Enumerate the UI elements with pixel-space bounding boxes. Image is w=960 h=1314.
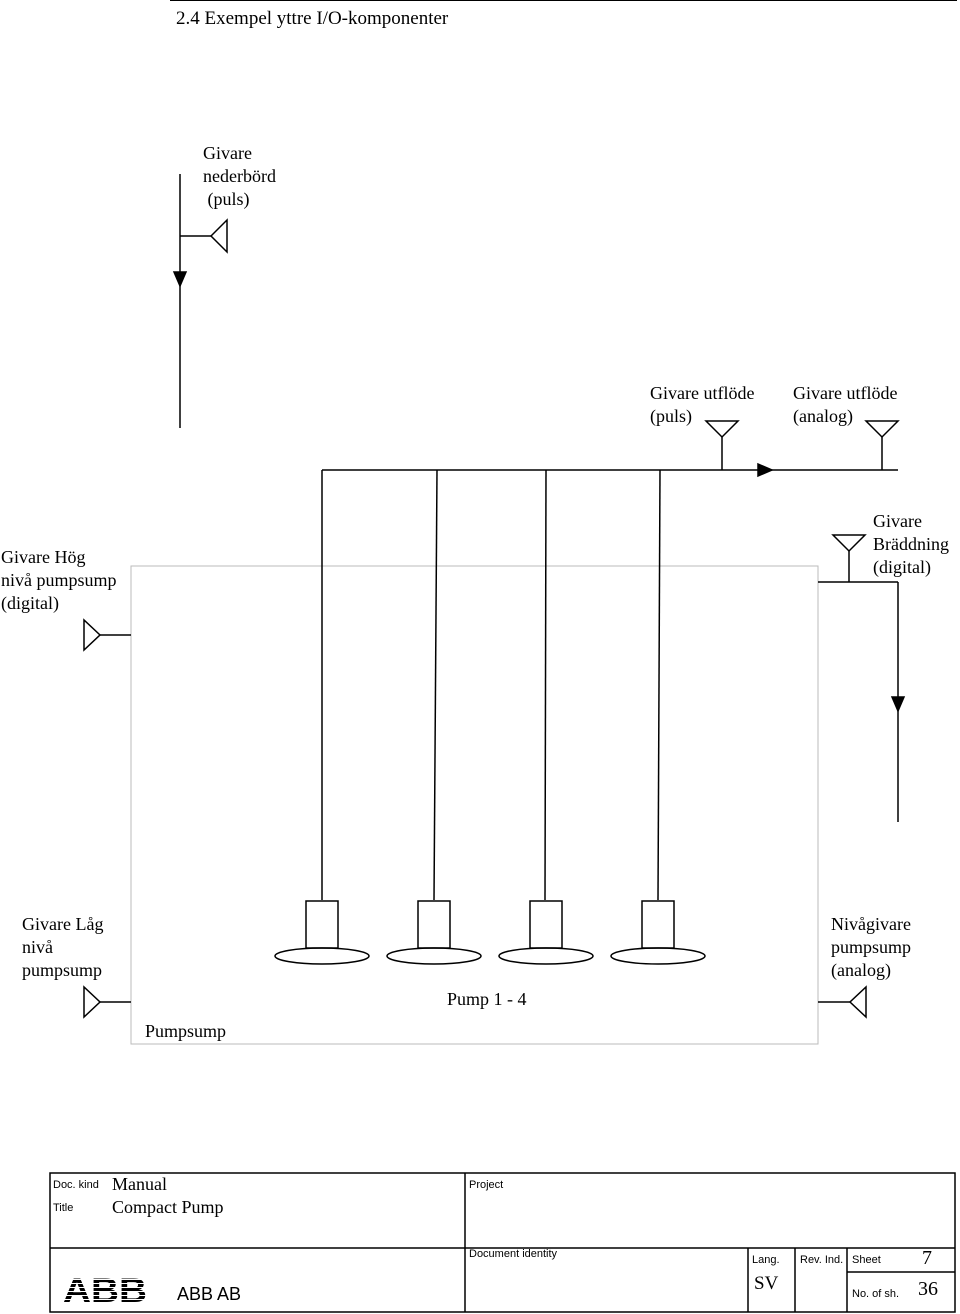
title-label: Title (53, 1202, 74, 1214)
label-nivagivare: Nivågivare pumpsump (analog) (831, 914, 912, 980)
lang-label: Lang. (752, 1254, 780, 1266)
pump3-base (498, 947, 594, 965)
label-pumpsump: Pumpsump (145, 1021, 227, 1041)
nederbord-arrow (172, 271, 188, 288)
outflow-arrow (757, 462, 774, 478)
nederbord-sensor-triangle (209, 218, 228, 254)
no-of-sheets-label: No. of sh. (852, 1288, 900, 1300)
company-name: ABB AB (177, 1284, 242, 1304)
utflode-puls-triangle (704, 420, 740, 439)
pumpsump-box (130, 565, 819, 1045)
label-braddning: Givare Bräddning (digital) (873, 511, 949, 577)
pump3-line (544, 469, 547, 901)
braddning-arrow (890, 696, 906, 713)
svg-text:ABB: ABB (63, 1272, 147, 1304)
sheet-value: 7 (922, 1247, 932, 1269)
pump1-base (274, 947, 370, 965)
header-rule (170, 0, 957, 1)
label-pumps: Pump 1 - 4 (447, 989, 527, 1009)
lag-niva-triangle (83, 985, 102, 1019)
label-lag-niva: Givare Låg nivå pumpsump (22, 914, 104, 980)
pump2-base (386, 947, 482, 965)
lang-value: SV (754, 1273, 779, 1294)
nivagivare-triangle (848, 985, 867, 1019)
doc-kind-value: Manual (112, 1174, 167, 1194)
label-nederbord: Givare nederbörd (puls) (203, 143, 276, 209)
label-utflode-analog: Givare utflöde (analog) (793, 383, 898, 426)
rev-label: Rev. Ind. (800, 1254, 844, 1266)
pump4-line (657, 469, 661, 901)
no-of-sheets-value: 36 (918, 1278, 938, 1300)
utflode-analog-triangle (864, 420, 900, 439)
doc-kind-label: Doc. kind (53, 1179, 99, 1191)
title-value: Compact Pump (112, 1197, 224, 1217)
hog-niva-triangle (83, 618, 102, 652)
label-utflode-puls: Givare utflöde (puls) (650, 383, 755, 426)
sheet-label: Sheet (852, 1254, 881, 1266)
braddning-triangle (831, 534, 867, 553)
project-label: Project (469, 1179, 504, 1191)
document-identity-label: Document identity (469, 1248, 558, 1260)
pump4-base (610, 947, 706, 965)
label-hog-niva: Givare Hög nivå pumpsump (digital) (1, 547, 117, 613)
abb-logo: ABB (63, 1272, 147, 1310)
section-heading: 2.4 Exempel yttre I/O-komponenter (176, 8, 449, 29)
pump2-line (433, 469, 438, 901)
